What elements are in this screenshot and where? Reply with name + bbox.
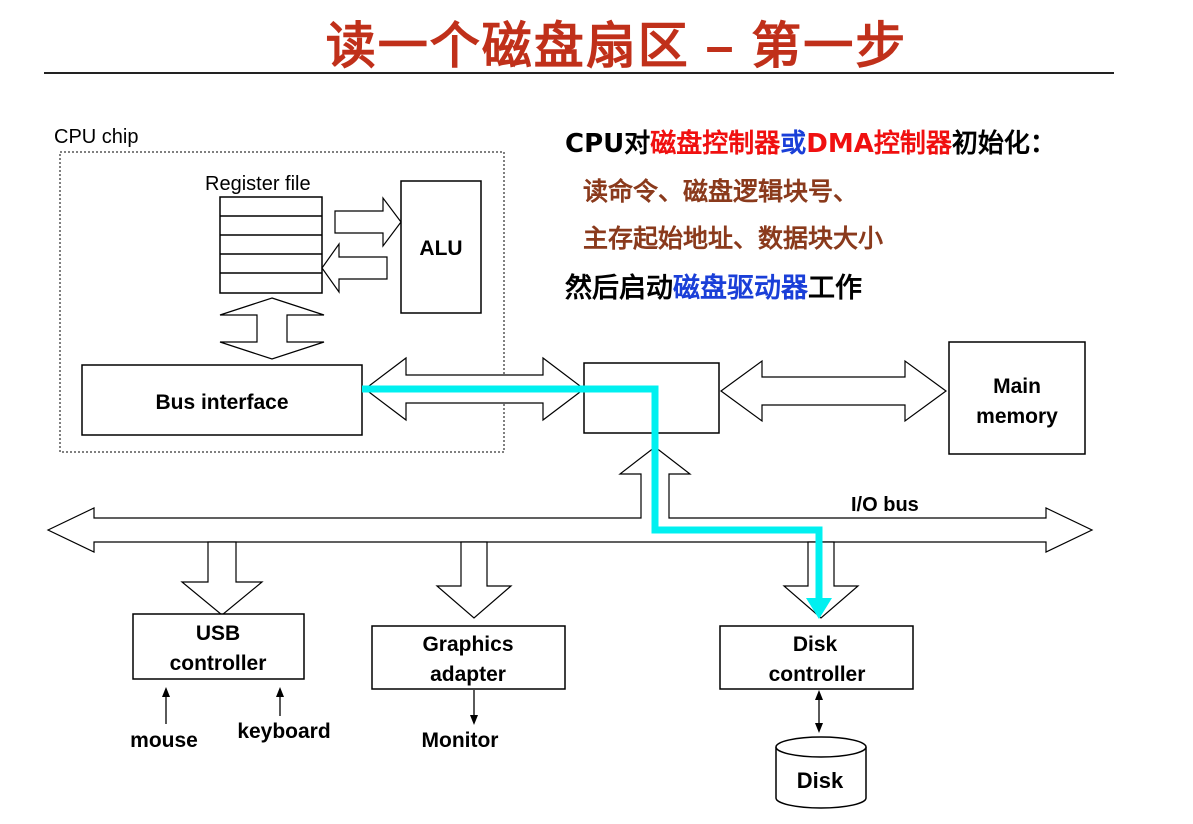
keyboard-arrow (276, 687, 284, 716)
regfile-to-alu-arrow (334, 196, 402, 248)
disk-ctrl-label-2: controller (769, 663, 866, 686)
desc-line-1-a: CPU对 (565, 129, 651, 159)
desc-line-1: CPU对磁盘控制器或DMA控制器初始化： (565, 123, 1056, 160)
desc-line-1-b: 磁盘控制器 (650, 129, 781, 159)
bus-interface-label: Bus interface (155, 391, 288, 414)
disk-label: Disk (797, 768, 844, 793)
desc-line-4-c: 工作 (808, 273, 862, 304)
register-file-label: Register file (205, 173, 311, 195)
regfile-bus-interface-arrow (219, 297, 325, 360)
cpu-chip-label: CPU chip (54, 126, 138, 148)
disk-controller-box (719, 625, 914, 690)
disk-ctrl-label-1: Disk (793, 633, 838, 656)
io-bus-arrow (46, 446, 1094, 553)
mouse-label: mouse (130, 729, 198, 752)
desc-line-4-a: 然后启动 (565, 273, 673, 304)
desc-line-1-c: 或 (780, 129, 807, 159)
desc-line-4-b: 磁盘驱动器 (673, 273, 808, 304)
mouse-arrow (162, 687, 170, 724)
alu-box (400, 180, 482, 314)
keyboard-label: keyboard (237, 720, 330, 743)
memory-bus-arrow (719, 359, 948, 423)
io-bus-label: I/O bus (851, 494, 919, 516)
desc-line-1-e: 初始化： (951, 129, 1056, 159)
usb-label-1: USB (196, 622, 240, 645)
title-underline (44, 72, 1114, 74)
disk-cylinder (775, 736, 867, 809)
usb-label-2: controller (170, 652, 267, 675)
highlight-path-arrowhead (806, 598, 832, 619)
graphics-label-2: adapter (430, 663, 506, 686)
desc-line-3: 主存起始地址、数据块大小 (583, 224, 884, 253)
cpu-chip-box (59, 151, 505, 453)
highlight-path (362, 385, 823, 600)
desc-line-4: 然后启动磁盘驱动器工作 (565, 266, 862, 305)
graphics-adapter-box (371, 625, 566, 690)
main-memory-label-2: memory (976, 405, 1058, 428)
desc-line-1-d: DMA控制器 (806, 129, 952, 159)
usb-controller-box (132, 613, 305, 680)
monitor-arrow (470, 690, 478, 725)
alu-label: ALU (419, 237, 462, 260)
register-file (219, 196, 323, 294)
alu-to-regfile-arrow (321, 242, 388, 294)
bus-interface-box (81, 364, 363, 436)
monitor-label: Monitor (422, 729, 499, 752)
slide-title: 读一个磁盘扇区 – 第一步 (325, 18, 908, 74)
graphics-drop-arrow (435, 541, 513, 619)
usb-drop-arrow (180, 541, 264, 616)
desc-line-2: 读命令、磁盘逻辑块号、 (583, 177, 859, 206)
main-memory-box (948, 341, 1086, 455)
graphics-label-1: Graphics (422, 633, 513, 656)
main-memory-label-1: Main (993, 375, 1041, 398)
disk-link-arrow (815, 690, 823, 733)
